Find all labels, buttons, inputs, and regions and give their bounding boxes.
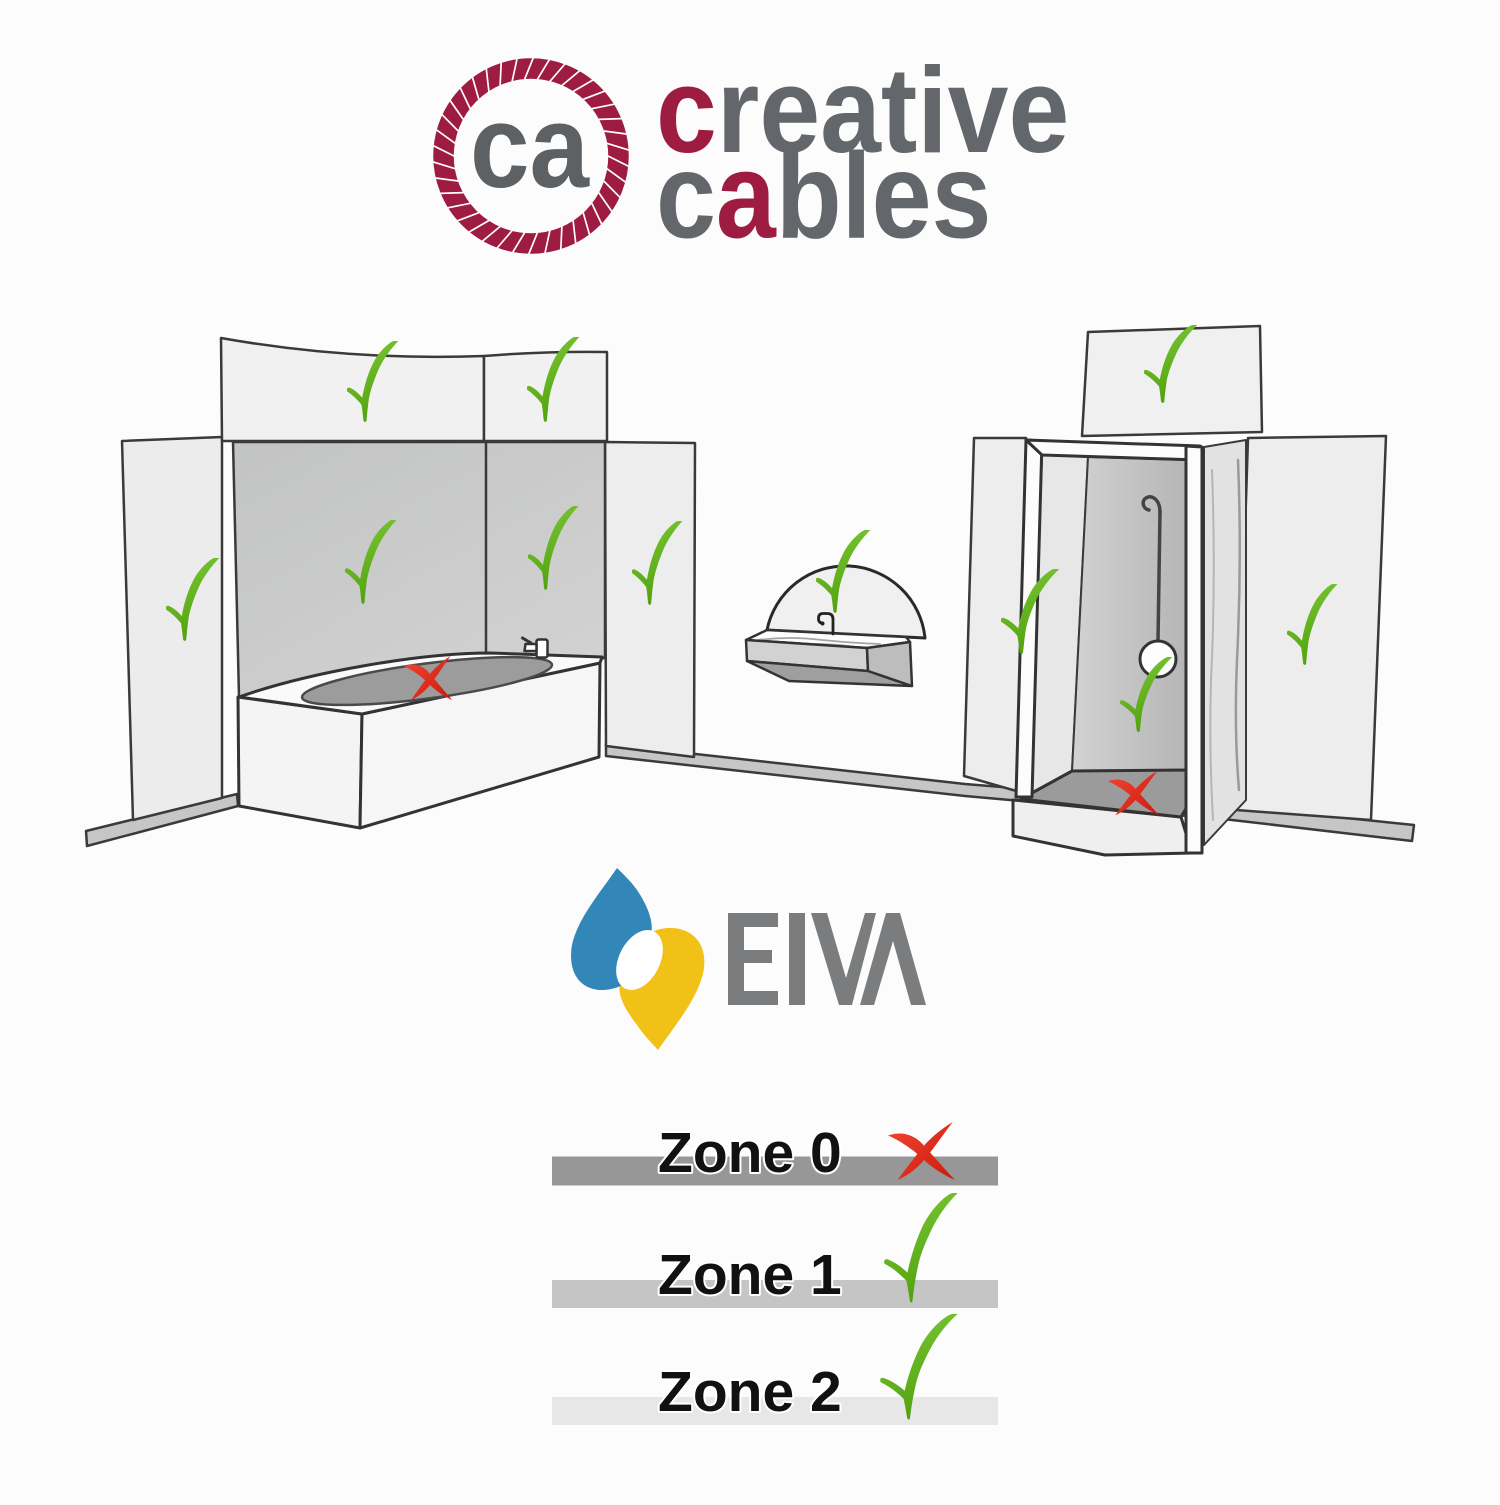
svg-text:ca: ca: [470, 81, 590, 213]
svg-text:Zone 2: Zone 2: [658, 1360, 842, 1424]
svg-text:cables: cables: [656, 128, 991, 264]
svg-text:Zone 0: Zone 0: [658, 1121, 842, 1185]
svg-text:Zone 1: Zone 1: [658, 1243, 842, 1307]
svg-text:creative: creative: [656, 41, 1069, 178]
